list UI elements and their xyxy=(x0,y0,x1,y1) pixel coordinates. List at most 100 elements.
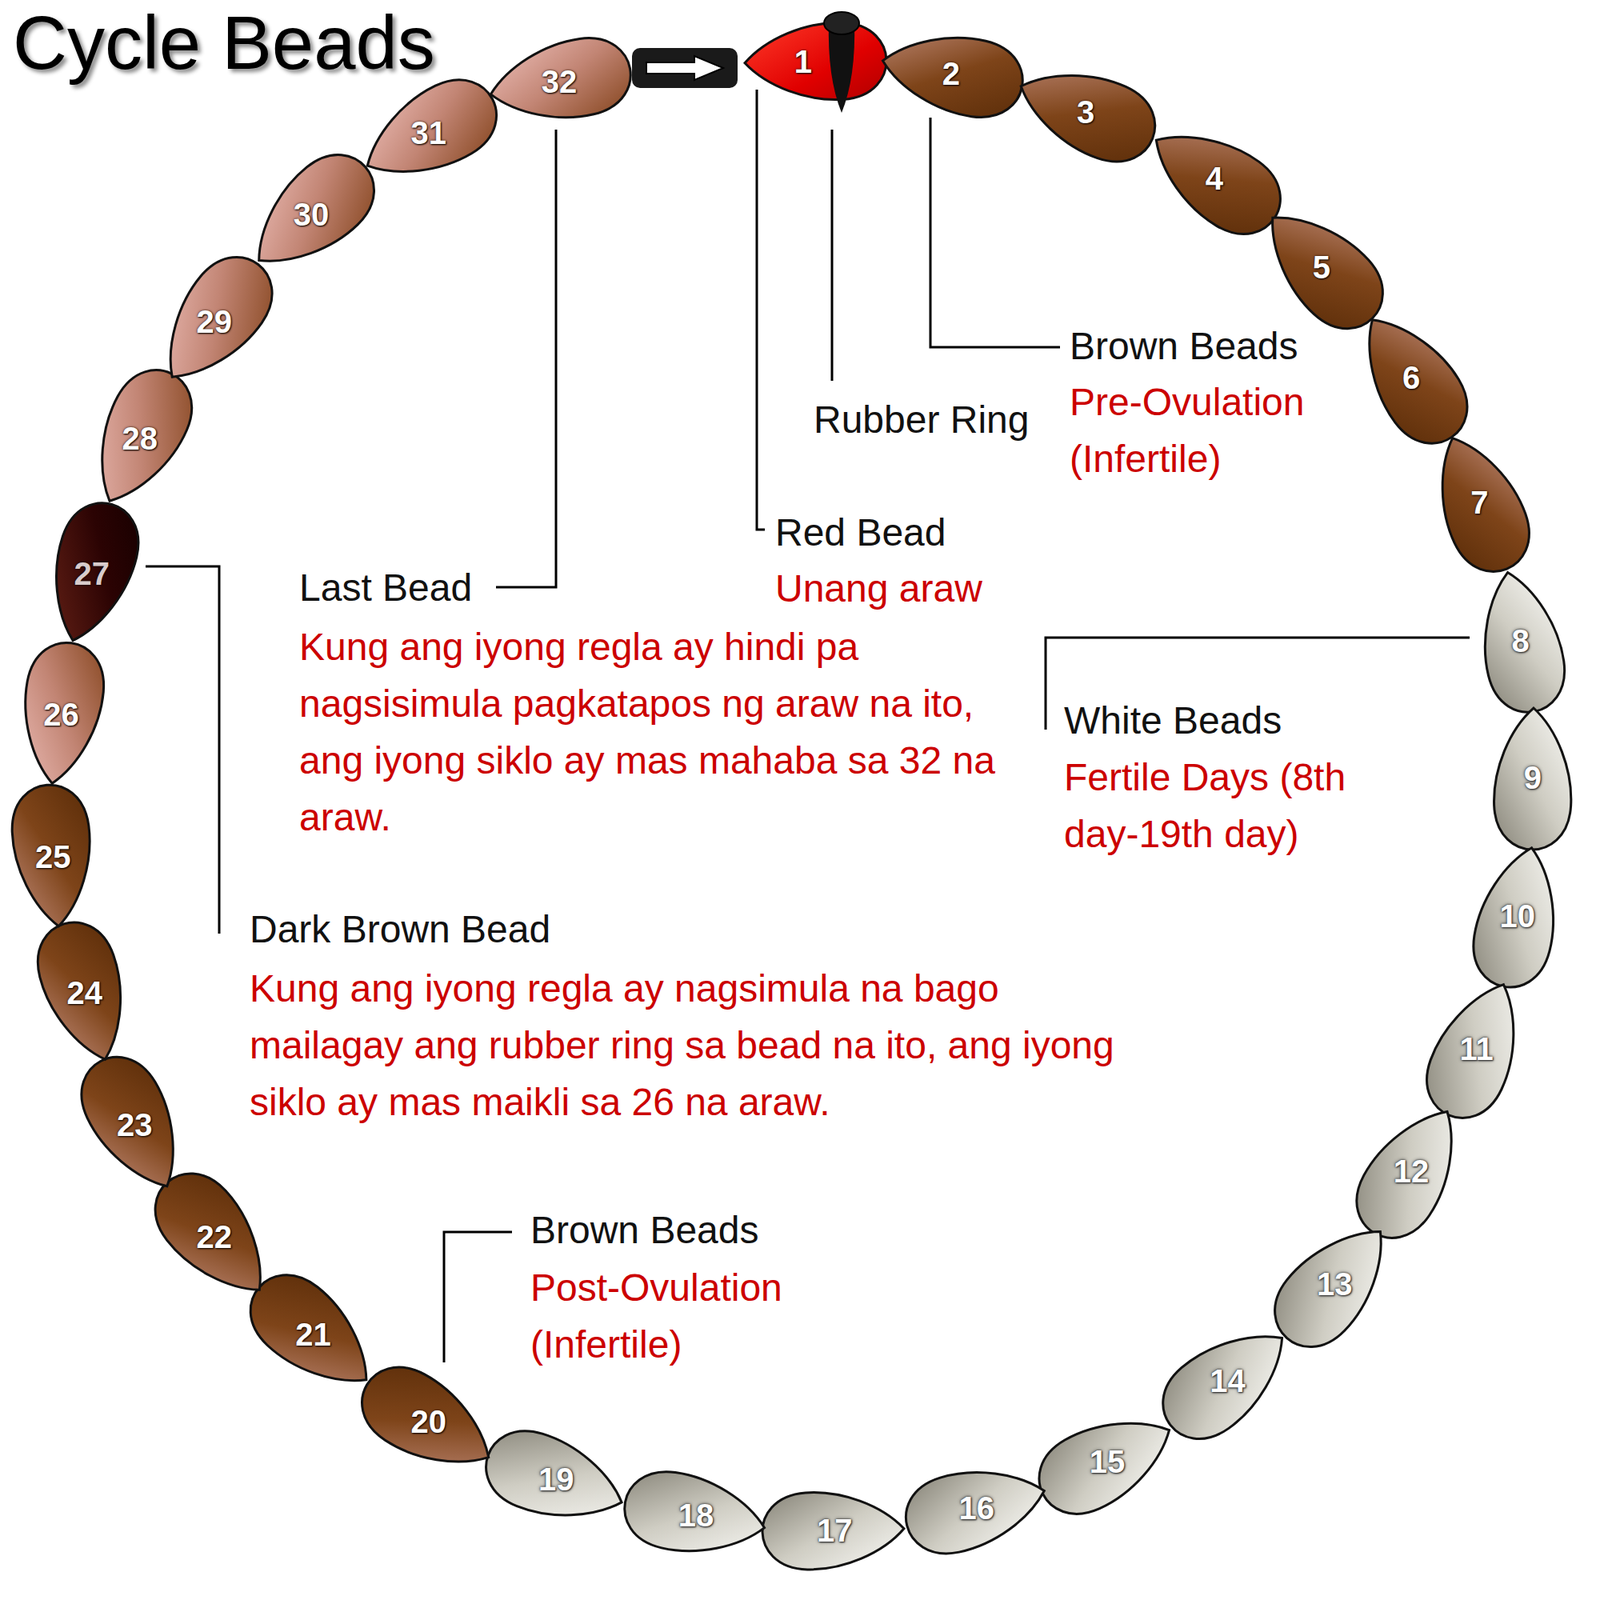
leader-line xyxy=(756,89,765,530)
bead-number: 9 xyxy=(1524,761,1542,794)
bead-outline xyxy=(475,1419,635,1539)
bead-outline xyxy=(347,1351,508,1490)
leader-lines xyxy=(145,89,1470,1363)
bead-outline xyxy=(141,240,289,400)
annotation-note: Fertile Days (8th day-19th day) xyxy=(1064,748,1384,863)
bead: 30 xyxy=(251,154,372,275)
bead-number: 28 xyxy=(121,422,158,455)
leader-line xyxy=(930,117,1060,348)
bead: 20 xyxy=(368,1361,489,1482)
bead: 12 xyxy=(1351,1111,1472,1232)
bead: 17 xyxy=(774,1470,895,1591)
bead-outline xyxy=(1340,298,1484,460)
bead: 10 xyxy=(1457,856,1578,976)
bead-number: 2 xyxy=(942,57,960,90)
bead: 5 xyxy=(1261,207,1382,328)
bead: 6 xyxy=(1351,317,1472,438)
bead: 32 xyxy=(499,21,620,142)
annotation-heading: Brown Beads xyxy=(530,1201,760,1259)
bead-outline xyxy=(744,21,888,102)
bead-outline xyxy=(348,64,510,200)
bead-number: 13 xyxy=(1316,1268,1353,1300)
bead: 22 xyxy=(154,1176,275,1297)
bead: 2 xyxy=(891,13,1012,134)
bead-outline xyxy=(1147,1307,1307,1456)
annotation-heading: Dark Brown Bead xyxy=(249,900,551,958)
bead: 11 xyxy=(1416,988,1537,1109)
bead-outline xyxy=(27,912,143,1071)
bead-outline xyxy=(1025,1395,1187,1528)
bead-number: 17 xyxy=(816,1514,853,1547)
bead-number: 12 xyxy=(1393,1155,1430,1188)
bead-outline xyxy=(67,1043,202,1204)
annotation-note: Pre-Ovulation (Infertile) xyxy=(1069,373,1374,488)
annotation-heading: Rubber Ring xyxy=(813,391,1029,448)
bead-number: 10 xyxy=(1499,900,1536,932)
bead-number: 5 xyxy=(1312,251,1331,284)
leader-line xyxy=(145,566,220,934)
annotation-note: Unang araw xyxy=(775,560,983,617)
bead-number: 19 xyxy=(538,1463,575,1496)
bead-number: 8 xyxy=(1511,624,1529,657)
bead: 3 xyxy=(1025,52,1146,172)
annotation-heading: Brown Beads xyxy=(1069,317,1299,375)
bead: 23 xyxy=(74,1064,195,1185)
bead-number: 22 xyxy=(196,1220,233,1253)
bead-number: 30 xyxy=(293,198,330,231)
annotation-heading: Last Bead xyxy=(299,559,472,616)
bead: 15 xyxy=(1047,1401,1168,1522)
bead-outline xyxy=(875,22,1029,124)
bead: 29 xyxy=(154,261,275,382)
bead: 9 xyxy=(1472,717,1593,838)
bead-number: 6 xyxy=(1402,361,1420,394)
bead-outline xyxy=(1340,1092,1480,1253)
annotation-heading: White Beads xyxy=(1064,692,1282,749)
bead-outline xyxy=(13,637,109,788)
bead-number: 15 xyxy=(1089,1445,1126,1478)
bead-outline xyxy=(8,782,98,930)
bead-number: 29 xyxy=(196,305,233,338)
bead-number: 7 xyxy=(1470,486,1488,519)
bead: 19 xyxy=(496,1419,616,1540)
bead: 8 xyxy=(1460,580,1581,701)
bead: 21 xyxy=(253,1274,374,1395)
bead-number: 21 xyxy=(295,1318,332,1351)
annotation-note: Post-Ovulation (Infertile) xyxy=(530,1259,851,1373)
bead: 13 xyxy=(1274,1224,1395,1344)
bead-number: 14 xyxy=(1209,1364,1246,1397)
annotation-note: Kung ang iyong regla ay hindi pa nagsisi… xyxy=(299,618,1004,846)
bead-number: 32 xyxy=(541,65,578,98)
bead-outline xyxy=(1417,423,1544,584)
bead-outline xyxy=(1006,50,1167,175)
rubber-ring-cap xyxy=(824,12,860,35)
leader-line xyxy=(496,129,556,588)
bead-outline xyxy=(233,137,391,289)
bead: 26 xyxy=(1,654,122,775)
bead-outline xyxy=(618,1464,772,1567)
bead-outline xyxy=(74,356,206,518)
bead-number: 1 xyxy=(794,45,812,78)
bead: 4 xyxy=(1154,118,1275,239)
bead-number: 20 xyxy=(410,1405,447,1438)
bead: 14 xyxy=(1167,1320,1288,1441)
bead-number: 24 xyxy=(67,976,104,1009)
rubber-ring xyxy=(828,21,855,113)
bead: 16 xyxy=(916,1448,1037,1568)
bead-number: 11 xyxy=(1460,1032,1494,1065)
annotation-heading: Red Bead xyxy=(775,504,947,561)
bead-number: 16 xyxy=(958,1492,995,1524)
bead: 24 xyxy=(24,932,145,1053)
bead-number: 25 xyxy=(35,840,72,873)
bead-number: 26 xyxy=(43,698,80,731)
bead: 1 xyxy=(754,1,875,122)
bead-number: 31 xyxy=(410,116,447,149)
bead-number: 23 xyxy=(116,1108,153,1141)
bead-number: 4 xyxy=(1205,162,1224,195)
direction-arrow xyxy=(632,48,738,88)
bead-outline xyxy=(36,493,149,652)
bead-outline xyxy=(484,30,638,132)
bead-outline xyxy=(1493,707,1572,850)
